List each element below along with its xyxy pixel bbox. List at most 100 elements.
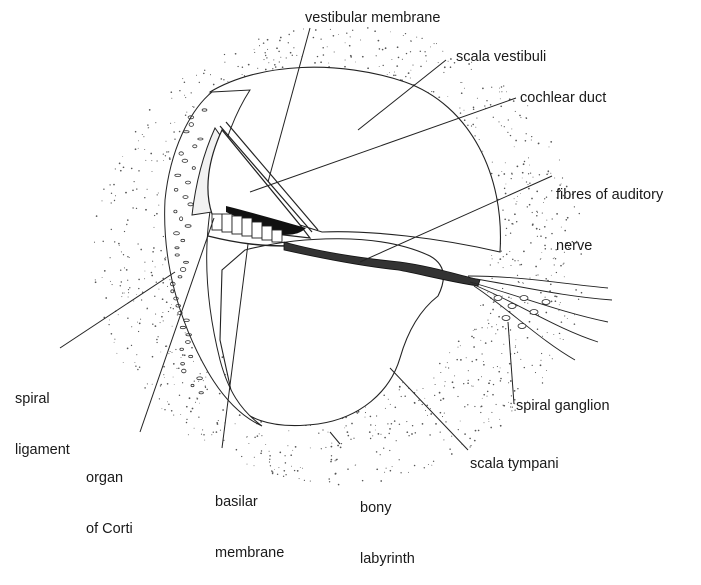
stipple-dot: [166, 345, 167, 346]
stipple-dot: [186, 422, 188, 424]
stipple-dot: [504, 188, 505, 189]
stipple-dot: [556, 272, 557, 273]
stipple-dot: [235, 53, 237, 55]
stipple-dot: [269, 455, 271, 457]
stipple-dot: [330, 29, 331, 30]
stipple-dot: [496, 404, 497, 405]
stipple-dot: [147, 383, 148, 384]
stipple-dot: [153, 247, 155, 249]
stipple-dot: [402, 382, 403, 383]
stipple-dot: [382, 65, 383, 66]
ligament-cell: [181, 363, 185, 366]
stipple-dot: [310, 447, 311, 448]
stipple-dot: [424, 398, 425, 399]
stipple-dot: [122, 156, 123, 157]
stipple-dot: [335, 460, 336, 461]
stipple-dot: [152, 251, 154, 253]
stipple-dot: [512, 407, 513, 408]
stipple-dot: [435, 423, 437, 425]
stipple-dot: [193, 106, 194, 107]
stipple-dot: [274, 64, 276, 66]
stipple-dot: [480, 305, 481, 306]
stipple-dot: [156, 160, 157, 161]
stipple-dot: [202, 429, 203, 430]
stipple-dot: [389, 428, 391, 430]
stipple-dot: [514, 353, 515, 354]
stipple-dot: [517, 388, 518, 389]
stipple-dot: [490, 104, 492, 106]
stipple-dot: [526, 181, 527, 182]
stipple-dot: [370, 424, 371, 425]
stipple-dot: [422, 404, 423, 405]
stipple-dot: [460, 345, 461, 346]
stipple-dot: [376, 55, 377, 56]
stipple-dot: [421, 38, 422, 39]
stipple-dot: [121, 281, 122, 282]
stipple-dot: [543, 202, 544, 203]
stipple-dot: [487, 292, 488, 293]
stipple-dot: [95, 281, 97, 283]
stipple-dot: [179, 395, 180, 396]
auditory-nerve-fibres: [468, 276, 612, 360]
stipple-dot: [445, 381, 446, 382]
stipple-dot: [129, 287, 130, 288]
stipple-dot: [365, 407, 366, 408]
spiral-ganglion-cells: [494, 296, 550, 329]
stipple-dot: [276, 47, 278, 49]
stipple-dot: [154, 227, 155, 228]
stipple-dot: [138, 140, 139, 141]
stipple-dot: [467, 404, 468, 405]
stipple-dot: [508, 297, 510, 299]
stipple-dot: [505, 193, 507, 195]
stipple-dot: [540, 235, 542, 237]
stipple-dot: [285, 462, 287, 464]
stipple-dot: [511, 178, 512, 179]
stipple-dot: [518, 281, 519, 282]
stipple-dot: [512, 259, 513, 260]
stipple-dot: [138, 331, 139, 332]
stipple-dot: [476, 118, 477, 119]
stipple-dot: [528, 173, 529, 174]
stipple-dot: [128, 289, 129, 290]
stipple-dot: [514, 213, 516, 215]
stipple-dot: [551, 233, 552, 234]
stipple-dot: [380, 434, 381, 435]
stipple-dot: [429, 434, 430, 435]
stipple-dot: [444, 413, 445, 414]
label-bony-line-2: labyrinth: [360, 551, 415, 568]
stipple-dot: [367, 27, 369, 29]
stipple-dot: [123, 166, 125, 168]
stipple-dot: [547, 170, 549, 172]
stipple-dot: [151, 275, 153, 277]
stipple-dot: [532, 365, 533, 366]
stipple-dot: [491, 412, 492, 413]
stipple-dot: [514, 390, 516, 392]
stipple-dot: [485, 342, 487, 344]
stipple-dot: [500, 380, 502, 382]
stipple-dot: [224, 54, 225, 55]
stipple-dot: [502, 209, 503, 210]
stipple-dot: [152, 261, 153, 262]
stipple-dot: [442, 51, 443, 52]
stipple-dot: [472, 386, 473, 387]
stipple-dot: [132, 207, 133, 208]
stipple-dot: [165, 155, 166, 156]
stipple-dot: [335, 473, 337, 475]
stipple-dot: [440, 412, 442, 414]
stipple-dot: [527, 337, 529, 339]
stipple-dot: [313, 37, 315, 39]
stipple-dot: [264, 52, 265, 53]
stipple-dot: [184, 81, 186, 83]
stipple-dot: [223, 440, 224, 441]
stipple-dot: [267, 49, 268, 50]
stipple-dot: [374, 30, 376, 32]
stipple-dot: [490, 427, 492, 429]
stipple-dot: [159, 398, 160, 399]
stipple-dot: [154, 296, 155, 297]
stipple-dot: [254, 49, 255, 50]
stipple-dot: [315, 29, 317, 31]
stipple-dot: [482, 151, 483, 152]
stipple-dot: [507, 132, 508, 133]
stipple-dot: [344, 66, 346, 68]
stipple-dot: [242, 66, 243, 67]
